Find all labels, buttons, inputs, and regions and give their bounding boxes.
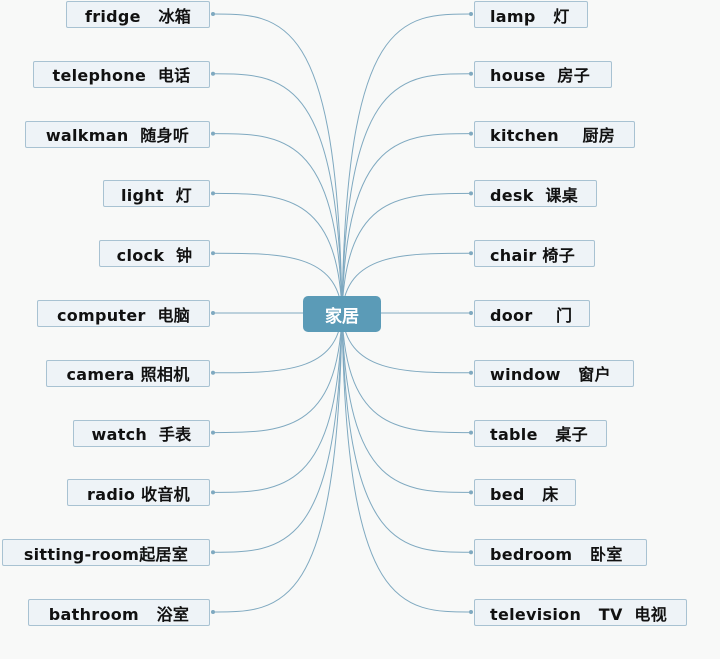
connector-dot <box>469 311 473 315</box>
connector-dot <box>211 550 215 555</box>
connector-1-2 <box>341 133 472 314</box>
topic-right-3[interactable]: desk 课桌 <box>474 180 597 208</box>
connector--1-9 <box>212 312 343 553</box>
connector--1-1 <box>212 73 343 314</box>
connector-dot <box>469 191 473 196</box>
connector-dot <box>211 430 215 435</box>
connector-1-0 <box>341 13 472 314</box>
connector--1-0 <box>212 13 343 314</box>
topic-right-1[interactable]: house 房子 <box>474 60 612 88</box>
topic-right-4[interactable]: chair 椅子 <box>474 240 595 268</box>
connector-dot <box>469 251 473 256</box>
connector-1-1 <box>341 73 472 314</box>
connector-dot <box>211 191 215 196</box>
connector-1-8 <box>341 312 472 493</box>
topic-left-1[interactable]: telephone 电话 <box>33 60 210 88</box>
connector--1-4 <box>212 252 343 314</box>
connector-dot <box>469 71 473 76</box>
topic-right-6[interactable]: window 窗户 <box>474 359 634 387</box>
connector-dot <box>469 490 473 495</box>
topic-left-4[interactable]: clock 钟 <box>99 240 210 268</box>
topic-left-5[interactable]: computer 电脑 <box>37 300 210 327</box>
topic-right-7[interactable]: table 桌子 <box>474 419 607 447</box>
connector-dot <box>469 610 473 614</box>
connector-dot <box>469 131 473 136</box>
connector-dot <box>211 12 215 16</box>
connector-1-9 <box>341 312 472 553</box>
connector-dot <box>211 370 215 375</box>
topic-left-3[interactable]: light 灯 <box>103 180 210 208</box>
topic-left-0[interactable]: fridge 冰箱 <box>66 1 210 28</box>
connector-1-3 <box>341 192 472 314</box>
connector-dot <box>469 12 473 16</box>
connector-1-7 <box>341 312 472 434</box>
connector-dot <box>211 490 215 495</box>
connector-dot <box>469 430 473 435</box>
connector-dot <box>211 131 215 136</box>
connector-dot <box>469 550 473 555</box>
topic-left-8[interactable]: radio 收音机 <box>67 479 210 507</box>
central-topic[interactable]: 家居 <box>303 296 381 332</box>
topic-left-2[interactable]: walkman 随身听 <box>25 120 210 148</box>
topic-right-0[interactable]: lamp 灯 <box>474 1 588 28</box>
topic-left-7[interactable]: watch 手表 <box>73 419 210 447</box>
topic-right-10[interactable]: television TV 电视 <box>474 599 687 626</box>
connector-1-10 <box>341 312 472 613</box>
topic-left-10[interactable]: bathroom 浴室 <box>28 599 210 626</box>
topic-left-6[interactable]: camera 照相机 <box>46 359 210 387</box>
topic-right-8[interactable]: bed 床 <box>474 479 576 507</box>
connector-dot <box>211 311 215 315</box>
topic-right-9[interactable]: bedroom 卧室 <box>474 539 647 567</box>
connector-dot <box>211 610 215 614</box>
connector--1-2 <box>212 133 343 314</box>
connector-dot <box>211 71 215 76</box>
connector--1-7 <box>212 312 343 434</box>
connector-dot <box>469 370 473 375</box>
topic-left-9[interactable]: sitting-room起居室 <box>2 539 210 567</box>
connector-dot <box>211 251 215 256</box>
connector-1-4 <box>341 252 472 314</box>
topic-right-5[interactable]: door 门 <box>474 300 590 327</box>
connector--1-8 <box>212 312 343 493</box>
connector--1-10 <box>212 312 343 613</box>
connector--1-3 <box>212 192 343 314</box>
topic-right-2[interactable]: kitchen 厨房 <box>474 120 635 148</box>
